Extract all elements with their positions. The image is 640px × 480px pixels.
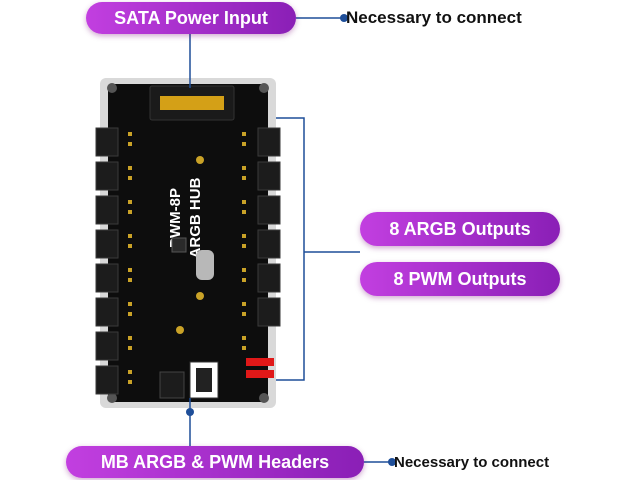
left-connector-column <box>95 127 119 395</box>
callout-dot <box>388 458 396 466</box>
red-connector <box>246 370 274 378</box>
via-pad <box>196 292 204 300</box>
pcb <box>108 84 268 402</box>
crystal-oscillator <box>196 250 214 280</box>
sata-power-input-label: SATA Power Input <box>86 2 296 34</box>
screw-icon <box>107 393 117 403</box>
board-title: PWM-8P ARGB HUB <box>167 177 204 258</box>
screw-icon <box>259 393 269 403</box>
argb-outputs-label: 8 ARGB Outputs <box>360 212 560 246</box>
callout-dot <box>340 14 348 22</box>
red-connector <box>246 358 274 366</box>
right-pin-headers <box>242 132 246 350</box>
callout-dot <box>186 408 194 416</box>
via-pad <box>176 326 184 334</box>
screw-icon <box>107 83 117 93</box>
chip <box>171 237 187 253</box>
sata-pins <box>160 96 224 110</box>
screw-icon <box>259 83 269 93</box>
mb-headers-label: MB ARGB & PWM Headers <box>66 446 364 478</box>
board-title-line2: ARGB HUB <box>187 177 204 258</box>
mb-argb-header <box>159 371 185 399</box>
callout-lines <box>189 17 392 463</box>
via-pad <box>196 156 204 164</box>
necessary-to-connect-top: Necessary to connect <box>346 8 522 27</box>
left-pin-headers <box>128 132 132 384</box>
pwm-outputs-label: 8 PWM Outputs <box>360 262 560 296</box>
right-connector-column <box>257 127 281 327</box>
mb-pwm-header-inner <box>196 368 212 392</box>
board-title-line1: PWM-8P <box>167 188 184 248</box>
necessary-to-connect-bottom: Necessary to connect <box>394 454 550 471</box>
